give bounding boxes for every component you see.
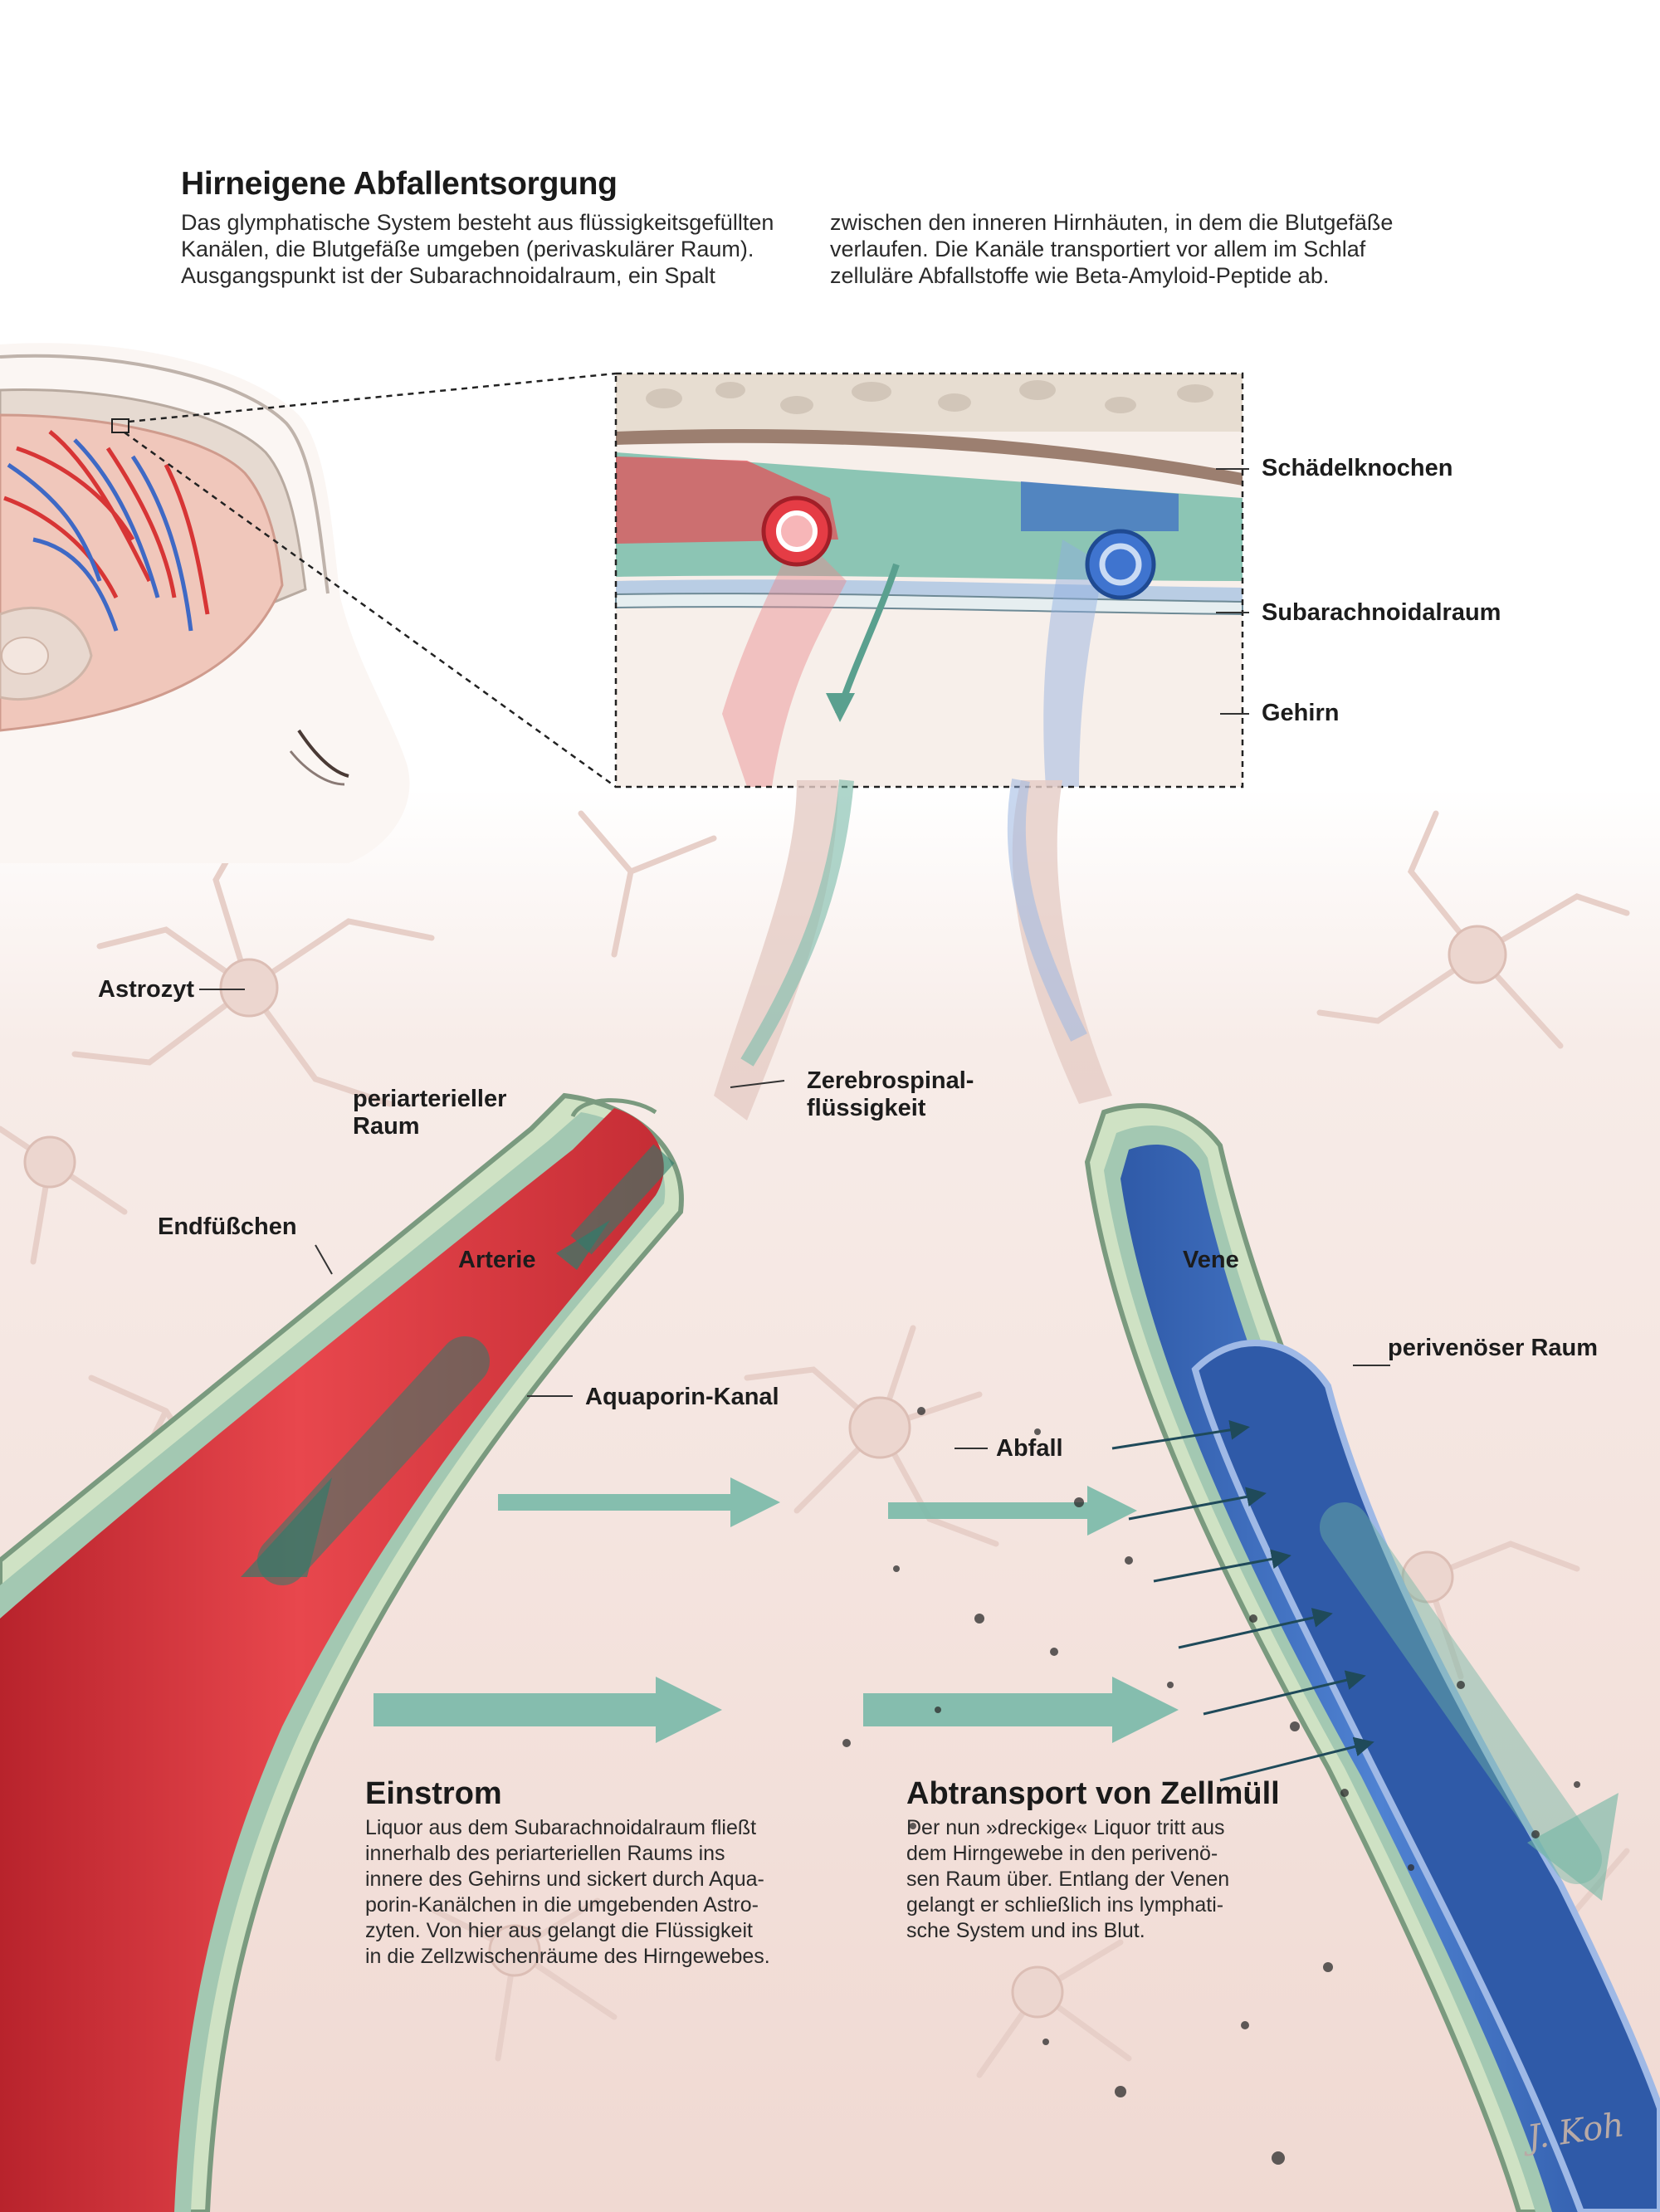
zoom-connector-lines — [124, 372, 617, 789]
label-perivenous-space: perivenöser Raum — [1388, 1335, 1599, 1361]
clearance-line: sen Raum über. Entlang der Venen — [906, 1868, 1230, 1891]
label-endfeet: Endfüßchen — [158, 1213, 297, 1240]
intro-text-right: zwischen den inneren Hirnhäuten, in dem … — [830, 209, 1461, 289]
clearance-body: Der nun »dreckige« Liquor tritt aus dem … — [906, 1815, 1305, 1944]
label-astrocyte: Astrozyt — [98, 976, 195, 1003]
influx-line: in die Zellzwischenräume des Hirngewebes… — [365, 1945, 770, 1968]
influx-body: Liquor aus dem Subarachnoidalraum fließt… — [365, 1815, 847, 1970]
intro-text-left: Das glymphatische System besteht aus flü… — [181, 209, 812, 289]
clearance-text-block: Abtransport von Zellmüll Der nun »drecki… — [906, 1776, 1305, 1944]
csf-line-2: flüssigkeit — [807, 1095, 926, 1121]
clearance-line: Der nun »dreckige« Liquor tritt aus — [906, 1816, 1225, 1839]
label-periarterial-space: periarterieller Raum — [353, 1086, 506, 1140]
label-cerebrospinal-fluid: Zerebrospinal- flüssigkeit — [807, 1067, 974, 1122]
clearance-line: sche System und ins Blut. — [906, 1919, 1145, 1942]
influx-line: zyten. Von hier aus gelangt die Flüssigk… — [365, 1919, 753, 1942]
intro-left-line: Ausgangspunkt ist der Subarachnoidalraum… — [181, 263, 715, 288]
csf-line-1: Zerebrospinal- — [807, 1067, 974, 1094]
influx-line: innere des Gehirns und sickert durch Aqu… — [365, 1868, 764, 1891]
astrocyte-bodies — [23, 925, 1507, 2019]
waste-particles — [842, 1407, 1580, 2165]
clearance-line: dem Hirngewebe in den perivenö- — [906, 1842, 1218, 1865]
intro-right-line: verlaufen. Die Kanäle transportiert vor … — [830, 237, 1366, 261]
inset-detail — [614, 372, 1249, 789]
page-title: Hirneigene Abfallentsorgung — [181, 166, 618, 202]
intro-right-line: zwischen den inneren Hirnhäuten, in dem … — [830, 210, 1394, 235]
label-skull: Schädelknochen — [1262, 455, 1453, 481]
periarterial-line-1: periarterieller — [353, 1086, 507, 1112]
head-cross-section — [0, 343, 410, 864]
label-brain: Gehirn — [1262, 700, 1340, 726]
label-subarachnoid: Subarachnoidalraum — [1262, 599, 1501, 626]
vessel-branches — [714, 779, 1112, 1121]
zoom-marker — [111, 418, 129, 433]
label-aquaporin-channel: Aquaporin-Kanal — [585, 1384, 779, 1410]
flow-arrows — [374, 1477, 1179, 1743]
intro-left-line: Kanälen, die Blutgefäße umgeben (perivas… — [181, 237, 754, 261]
influx-text-block: Einstrom Liquor aus dem Subarachnoidalra… — [365, 1776, 847, 1970]
intro-right-line: zelluläre Abfallstoffe wie Beta-Amyloid-… — [830, 263, 1330, 288]
periarterial-line-2: Raum — [353, 1113, 420, 1140]
artery-vessel — [0, 1092, 684, 2212]
vein-vessel — [1084, 1103, 1660, 2212]
influx-line: porin-Kanälchen in die umgebenden Astro- — [365, 1893, 759, 1917]
clearance-line: gelangt er schließlich ins lymphati- — [906, 1893, 1224, 1917]
label-waste: Abfall — [996, 1435, 1063, 1462]
influx-line: Liquor aus dem Subarachnoidalraum fließt — [365, 1816, 757, 1839]
influx-heading: Einstrom — [365, 1776, 502, 1811]
clearance-heading: Abtransport von Zellmüll — [906, 1776, 1280, 1811]
leader-lines — [199, 989, 1390, 1449]
intro-left-line: Das glymphatische System besteht aus flü… — [181, 210, 774, 235]
waste-inflow-arrows — [1111, 1419, 1374, 1782]
influx-line: innerhalb des periarteriellen Raums ins — [365, 1842, 725, 1865]
label-artery: Arterie — [458, 1247, 536, 1273]
label-vein: Vene — [1183, 1247, 1239, 1273]
